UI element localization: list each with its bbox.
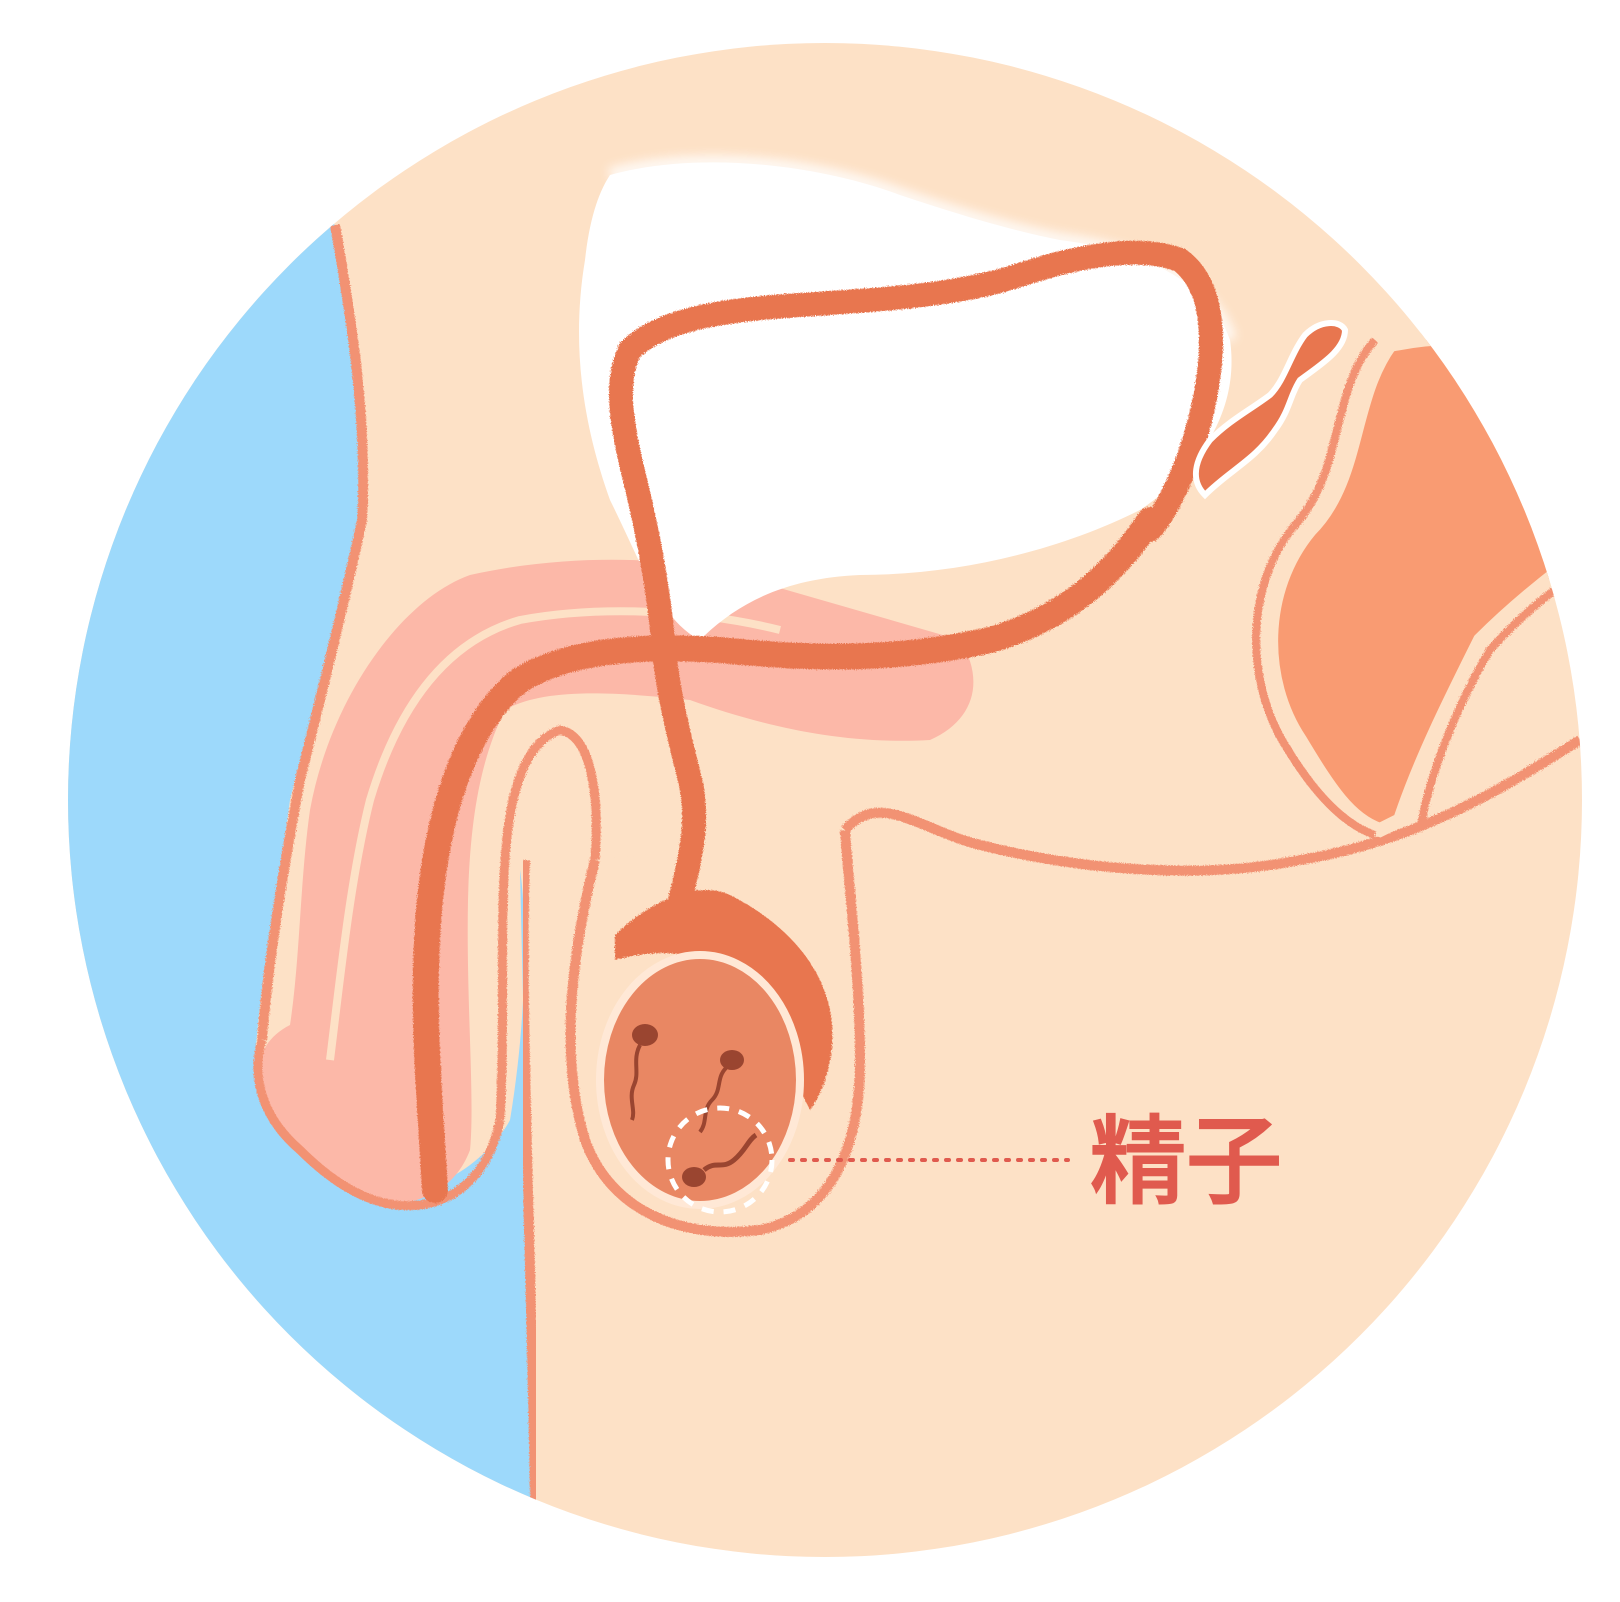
epididymis	[615, 889, 833, 1110]
sperm-label: 精子	[1090, 1106, 1282, 1218]
sperm-icon	[698, 1050, 744, 1134]
rectum-outline	[1252, 337, 1379, 839]
vas-deferens	[608, 240, 1224, 912]
sperm-group	[629, 1024, 758, 1187]
abdomen-outline	[257, 224, 369, 1041]
bladder	[579, 162, 1232, 640]
bladder-glow	[608, 155, 1237, 343]
dashed-circle-highlight	[665, 1105, 775, 1215]
seminal-vesicle	[1192, 320, 1349, 500]
shaft-underside-outline	[495, 725, 601, 1121]
perineum-outline	[841, 735, 1582, 876]
sperm-icon	[682, 1132, 758, 1187]
sperm-icon	[629, 1024, 658, 1121]
urethra	[412, 507, 1163, 1203]
thigh-outline	[518, 859, 540, 1501]
glans-outline	[253, 1038, 505, 1211]
